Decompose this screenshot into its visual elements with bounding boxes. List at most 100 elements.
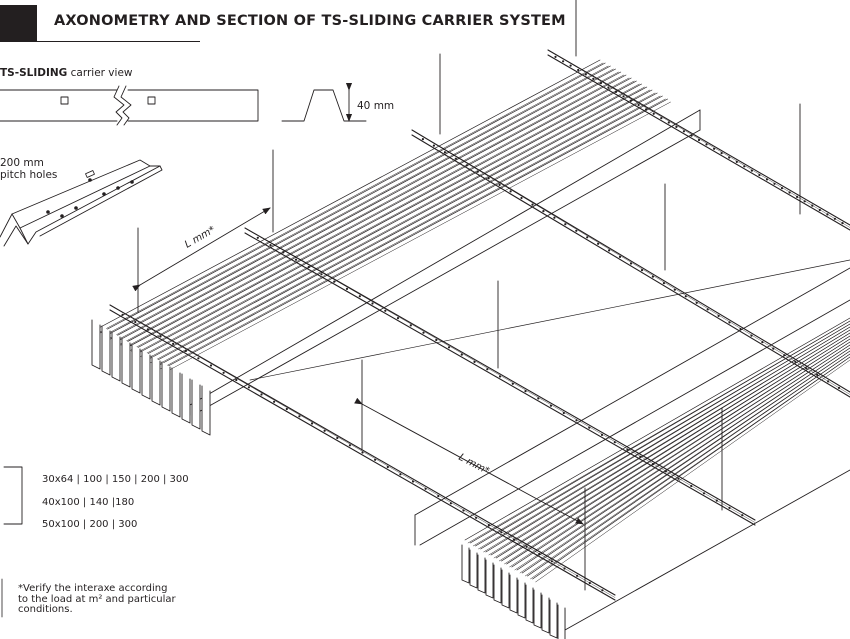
- carrier-slot-hole: [147, 96, 156, 105]
- carrier-hole: [260, 393, 263, 396]
- carrier-hole: [549, 404, 553, 407]
- carrier-hole: [525, 545, 528, 548]
- carrier-hole: [597, 242, 600, 245]
- pitch-label-line-2: pitch holes: [0, 169, 58, 181]
- carrier-hole: [575, 419, 578, 422]
- carrier-hole: [715, 499, 718, 502]
- carrier-hole: [361, 451, 364, 454]
- slat-line: [131, 80, 637, 352]
- carrier-hole: [575, 229, 578, 232]
- carrier-hole: [273, 400, 276, 403]
- carrier-rail: [411, 129, 850, 393]
- slat-line: [480, 326, 850, 550]
- carrier-hole: [562, 411, 565, 415]
- carrier-hole: [741, 514, 744, 517]
- carrier-hole: [600, 433, 604, 436]
- slat-fin: [201, 385, 211, 436]
- carrier-hole: [675, 125, 678, 128]
- span-label-2: L mm*: [457, 452, 492, 477]
- carrier-hole: [454, 157, 457, 160]
- carrier-hole: [371, 302, 374, 305]
- carrier-hole: [285, 407, 288, 411]
- carrier-hole: [422, 331, 425, 334]
- carrier-hole: [761, 341, 764, 344]
- slat-line: [506, 341, 850, 565]
- panel-edge: [249, 259, 850, 381]
- carrier-hole: [773, 182, 776, 185]
- carrier-hole: [667, 121, 670, 124]
- slat-fin: [171, 367, 181, 418]
- carrier-view-label: TS-SLIDING carrier view: [0, 67, 133, 79]
- carrier-hole: [396, 317, 400, 320]
- slat-fin: [525, 584, 534, 624]
- carrier-hole: [121, 313, 124, 316]
- slat-fin: [533, 589, 542, 629]
- slat-line: [123, 77, 630, 349]
- carrier-hole: [599, 82, 603, 85]
- carrier-rail: [109, 309, 616, 601]
- carrier-rails: [109, 49, 850, 601]
- slat-line: [118, 74, 625, 346]
- slat-fins-left: [91, 319, 211, 436]
- slat-line: [125, 77, 632, 349]
- slat-line: [146, 89, 653, 361]
- carrier-hole: [487, 177, 490, 180]
- carrier-hole: [282, 251, 285, 254]
- carrier-hole: [498, 183, 501, 186]
- slat-fin: [477, 554, 486, 594]
- panel-edge: [189, 109, 701, 406]
- slat-line: [99, 62, 606, 334]
- carrier-hole: [765, 178, 769, 181]
- carrier-hole: [222, 371, 225, 374]
- footnote-line: conditions.: [18, 604, 73, 615]
- carrier-hole: [449, 502, 452, 505]
- carrier-hole: [682, 130, 686, 133]
- carrier-hole: [794, 360, 797, 363]
- slat-line: [490, 332, 850, 556]
- carrier-hole: [728, 321, 731, 324]
- slat-line: [128, 80, 635, 352]
- carrier-hole: [437, 494, 440, 498]
- carrier-hole: [783, 354, 786, 357]
- slat-fin: [501, 569, 510, 609]
- slat-fin: [181, 373, 191, 424]
- carrier-section-profile: [281, 82, 367, 122]
- carrier-hole: [384, 309, 387, 312]
- span-dimension-1: [132, 207, 271, 292]
- slat-line: [521, 350, 850, 574]
- slat-fin: [557, 604, 566, 639]
- carrier-hole: [537, 397, 540, 400]
- carrier-hole: [564, 223, 567, 226]
- carrier-rail: [244, 227, 756, 521]
- carrier-hole: [651, 275, 655, 278]
- carrier-hole: [554, 55, 557, 59]
- slat-line: [154, 95, 661, 367]
- slat-fin: [485, 559, 494, 599]
- carrier-hole: [421, 138, 424, 141]
- profile-sizes-list: 30x64 | 100 | 150 | 200 | 300 40x100 | 1…: [42, 469, 189, 537]
- carrier-height-label: 40 mm: [357, 100, 395, 112]
- carrier-hole: [512, 538, 516, 541]
- carrier-hole: [563, 567, 566, 570]
- slat-line: [475, 323, 850, 547]
- carrier-elevation: [0, 85, 259, 126]
- carrier-rail: [415, 132, 850, 395]
- carrier-hole: [498, 375, 502, 378]
- slat-fin: [541, 594, 550, 634]
- carrier-hole: [323, 429, 326, 432]
- carrier-hole: [307, 265, 310, 269]
- pitch-label-line-1: 200 mm: [0, 157, 44, 169]
- slat-fin: [161, 361, 171, 412]
- carrier-hole: [837, 386, 841, 389]
- carrier-rail: [244, 232, 756, 526]
- carrier-hole: [662, 282, 666, 285]
- slat-fin: [131, 343, 141, 394]
- suspension-hangers: [137, 0, 801, 591]
- slat-line: [136, 83, 642, 355]
- carrier-hole: [411, 480, 415, 483]
- carrier-hole: [780, 187, 784, 190]
- pitch-holes-label: 200 mm pitch holes: [0, 157, 57, 181]
- carrier-hole: [673, 288, 676, 291]
- carrier-hole: [818, 208, 821, 212]
